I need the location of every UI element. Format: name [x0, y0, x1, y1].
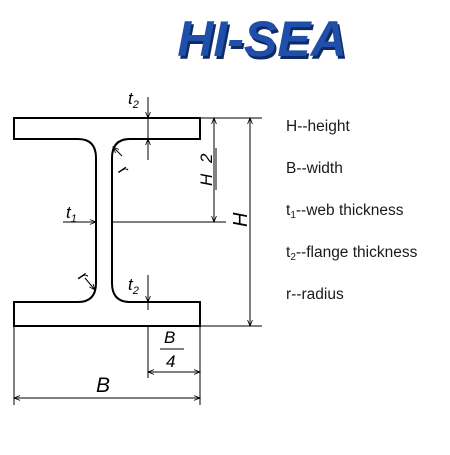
legend-item-width: B--width — [286, 160, 343, 177]
legend-item-radius: r--radius — [286, 286, 344, 303]
extension-lines — [13, 97, 262, 405]
hi-sea-logo: HI-SEA HI-SEA — [177, 11, 348, 70]
svg-text:2: 2 — [197, 153, 216, 164]
label-b-quarter-den: 4 — [166, 352, 175, 371]
svg-text:H: H — [197, 173, 216, 186]
label-t1: t1 — [66, 203, 77, 225]
label-t2-top: t2 — [128, 89, 139, 111]
legend-item-web-thickness: t1--web thickness — [286, 202, 404, 221]
legend-item-height: H--height — [286, 118, 350, 135]
legend: H--height B--width t1--web thickness t2-… — [286, 118, 450, 328]
label-r-bottom: r — [75, 267, 93, 285]
label-r-top: r — [115, 161, 133, 179]
label-b-quarter-num: B — [164, 328, 175, 347]
label-t2-bottom: t2 — [128, 275, 139, 297]
r-top-arrow — [112, 146, 123, 157]
dimension-lines — [12, 100, 253, 401]
logo-shadow: HI-SEA — [179, 14, 348, 70]
label-h-half: H 2 — [197, 148, 217, 190]
label-height: H — [230, 212, 252, 227]
legend-item-flange-thickness: t2--flange thickness — [286, 244, 418, 263]
r-bottom-arrow — [84, 277, 96, 291]
logo-text: HI-SEA — [177, 11, 346, 67]
label-width: B — [96, 374, 110, 397]
